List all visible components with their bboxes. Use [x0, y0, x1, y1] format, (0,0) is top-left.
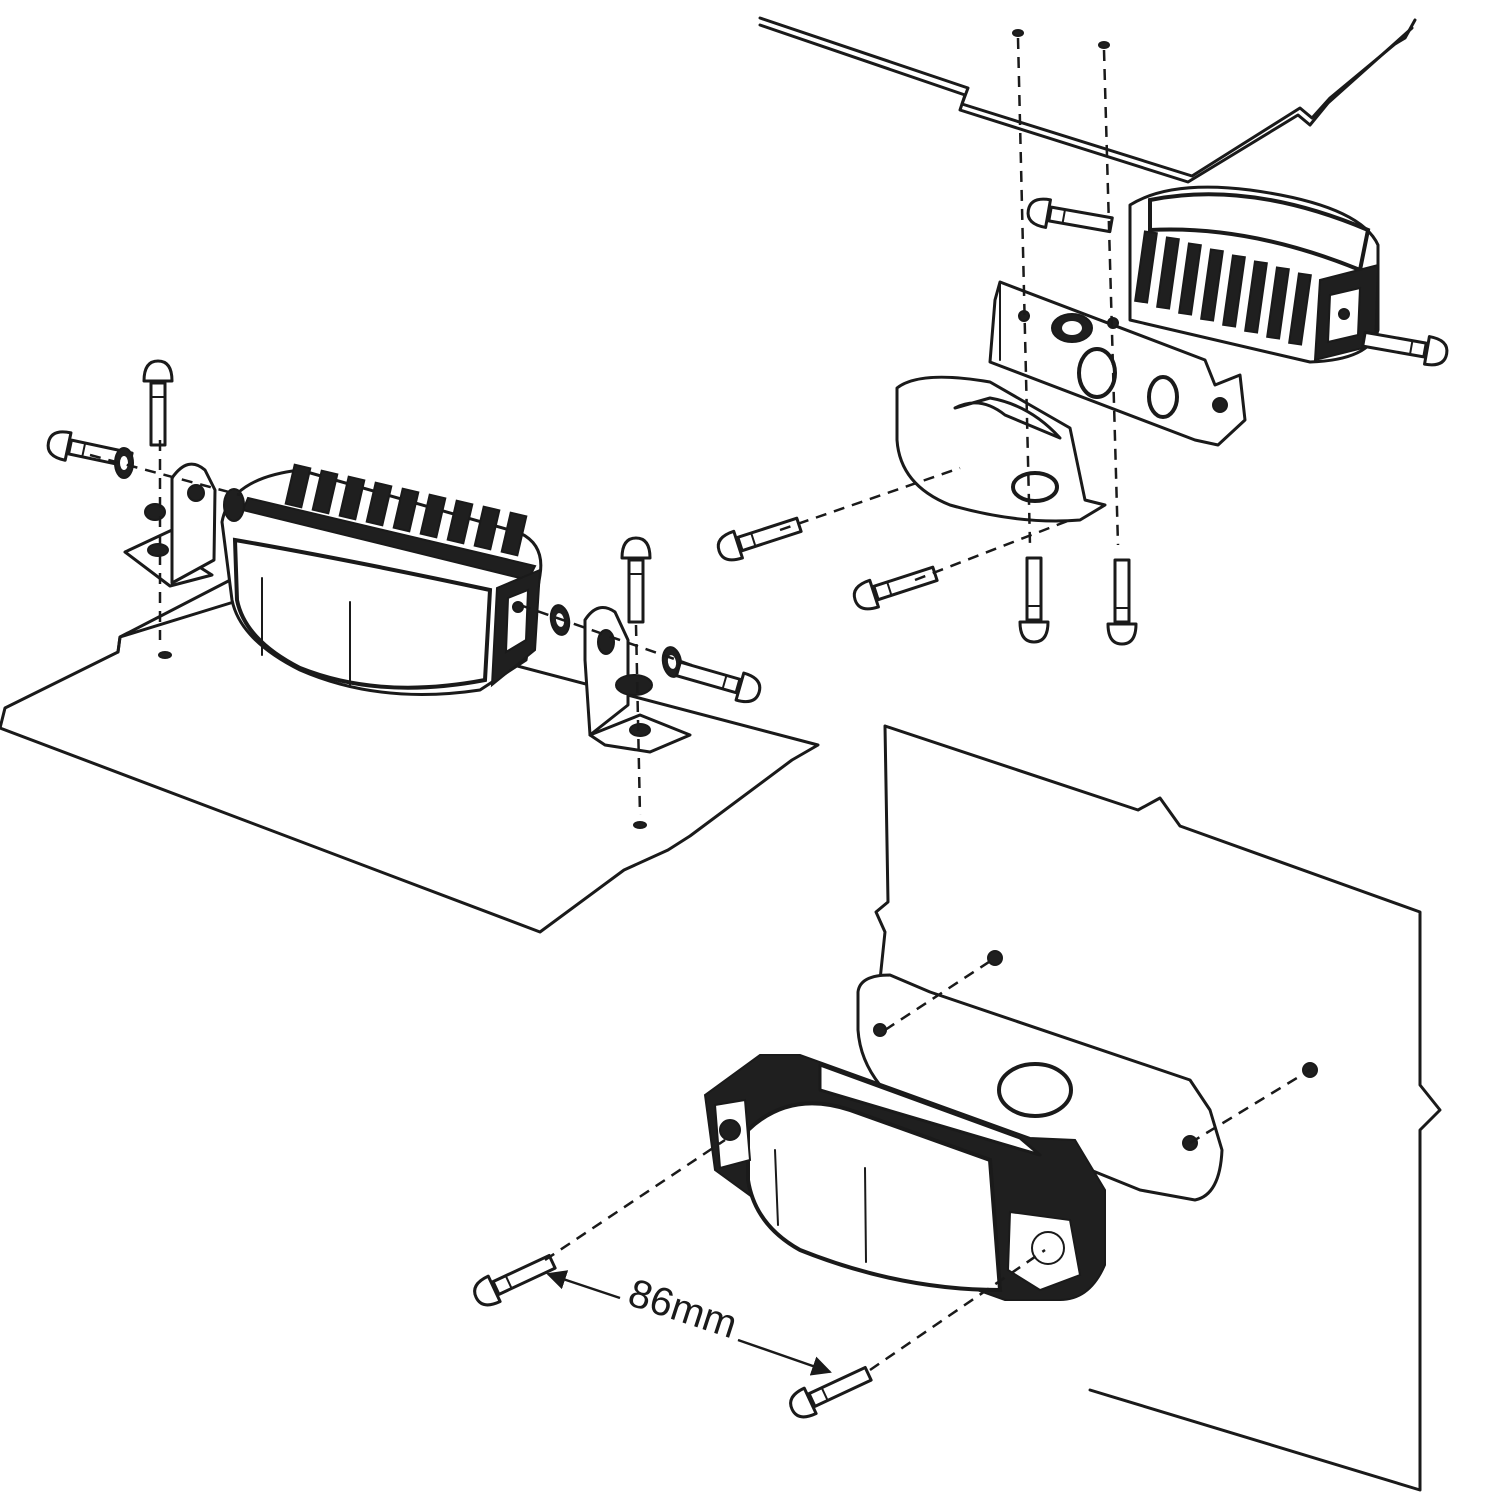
dimension-label: 86mm — [623, 1271, 742, 1347]
dimension-86mm: 86mm — [546, 1270, 832, 1376]
l-bracket-left — [123, 462, 217, 588]
bolt-vertical-left — [142, 359, 174, 447]
assembly-surface-mount — [0, 359, 820, 934]
bolt-wall-left — [468, 1247, 560, 1312]
bolt-front-left — [713, 510, 805, 566]
ceiling-plate — [758, 16, 1417, 178]
bolt-vertical-right — [620, 536, 652, 624]
plate-hole-right — [633, 821, 647, 829]
bolt-front-left-lower — [849, 559, 941, 615]
under-mount-bracket — [988, 280, 1247, 447]
bolt-rear-top — [1024, 194, 1115, 241]
plate-hole-left — [158, 651, 172, 659]
work-light-front-view — [703, 1054, 1106, 1301]
front-cover-piece — [895, 375, 1107, 523]
bolt-vertical-2 — [1106, 558, 1138, 646]
bolt-vertical-1 — [1018, 556, 1050, 644]
work-light-top-view — [220, 463, 543, 696]
bolt-wall-right — [784, 1359, 876, 1424]
wall-bracket-plate — [856, 973, 1224, 1202]
work-light-rear-view — [1128, 185, 1380, 364]
assembly-under-mount — [713, 16, 1451, 646]
assembly-wall-mount: 86mm — [468, 724, 1442, 1492]
wall-plate — [874, 724, 1442, 1492]
